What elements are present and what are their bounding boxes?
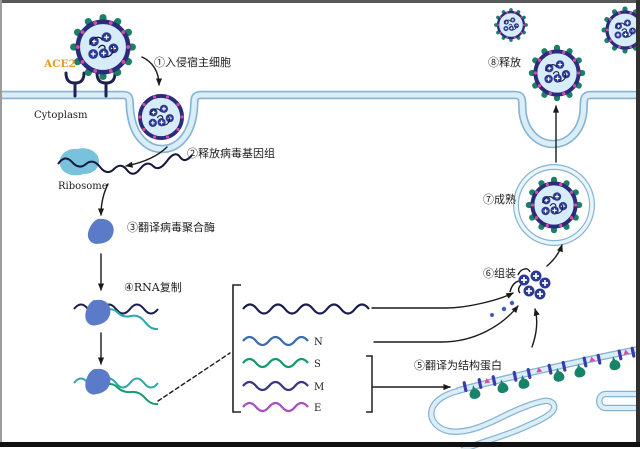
cytoplasm-label: Cytoplasm xyxy=(34,110,88,121)
rna-label-m: M xyxy=(314,382,324,393)
arrow-to-translation xyxy=(97,183,109,216)
rna-wave-m xyxy=(242,380,309,392)
nucleocapsid-assembly xyxy=(509,268,552,301)
label-step3-translate-polymerase: ③翻译病毒聚合酶 xyxy=(127,220,215,234)
arrow-n-to-assembly xyxy=(373,305,519,343)
rna-label-n: N xyxy=(314,337,323,348)
rna-replication-complex-1 xyxy=(73,297,159,331)
rna-species-bracket xyxy=(232,284,378,413)
er-membrane xyxy=(428,345,640,449)
label-step6-assembly: ⑥组装 xyxy=(483,266,516,280)
label-step4-rna-replication: ④RNA复制 xyxy=(124,280,182,294)
dashed-link xyxy=(157,352,231,402)
cell-membrane xyxy=(2,90,638,154)
arrow-genome-release xyxy=(125,146,168,168)
rna-replication-complex-2 xyxy=(73,366,159,406)
label-step5-translate-structural: ⑤翻译为结构蛋白 xyxy=(414,358,502,372)
arrow-proteins-to-assembly xyxy=(531,308,540,348)
sme-group-brace xyxy=(366,355,378,413)
rna-wave-n xyxy=(242,335,309,347)
flow-arrows xyxy=(97,56,563,402)
maturation-vesicle xyxy=(513,164,595,246)
ribosome-blob xyxy=(59,148,100,176)
arrow-genome-to-assembly xyxy=(371,292,514,309)
label-step7-maturation: ⑦成熟 xyxy=(483,192,516,206)
rna-wave-e xyxy=(242,401,309,413)
virion-in-endosome xyxy=(136,93,186,141)
rna-wave-s xyxy=(242,357,309,369)
ribosome-label: Ribosome xyxy=(58,181,108,192)
rna-label-e: E xyxy=(314,403,321,414)
label-step2-release-genome: ②释放病毒基因组 xyxy=(187,146,275,160)
genomic-rna-wave xyxy=(242,303,370,315)
n-protein-dots xyxy=(490,300,515,317)
label-step8-release: ⑧释放 xyxy=(488,55,521,69)
arrow-entry xyxy=(141,56,163,86)
rna-label-s: S xyxy=(314,359,321,370)
released-genome-rna xyxy=(57,153,193,175)
ace2-label: ACE2 xyxy=(43,58,76,70)
arrow-to-maturation xyxy=(546,244,563,267)
label-step1-invade-host-cell: ①入侵宿主细胞 xyxy=(154,55,231,69)
